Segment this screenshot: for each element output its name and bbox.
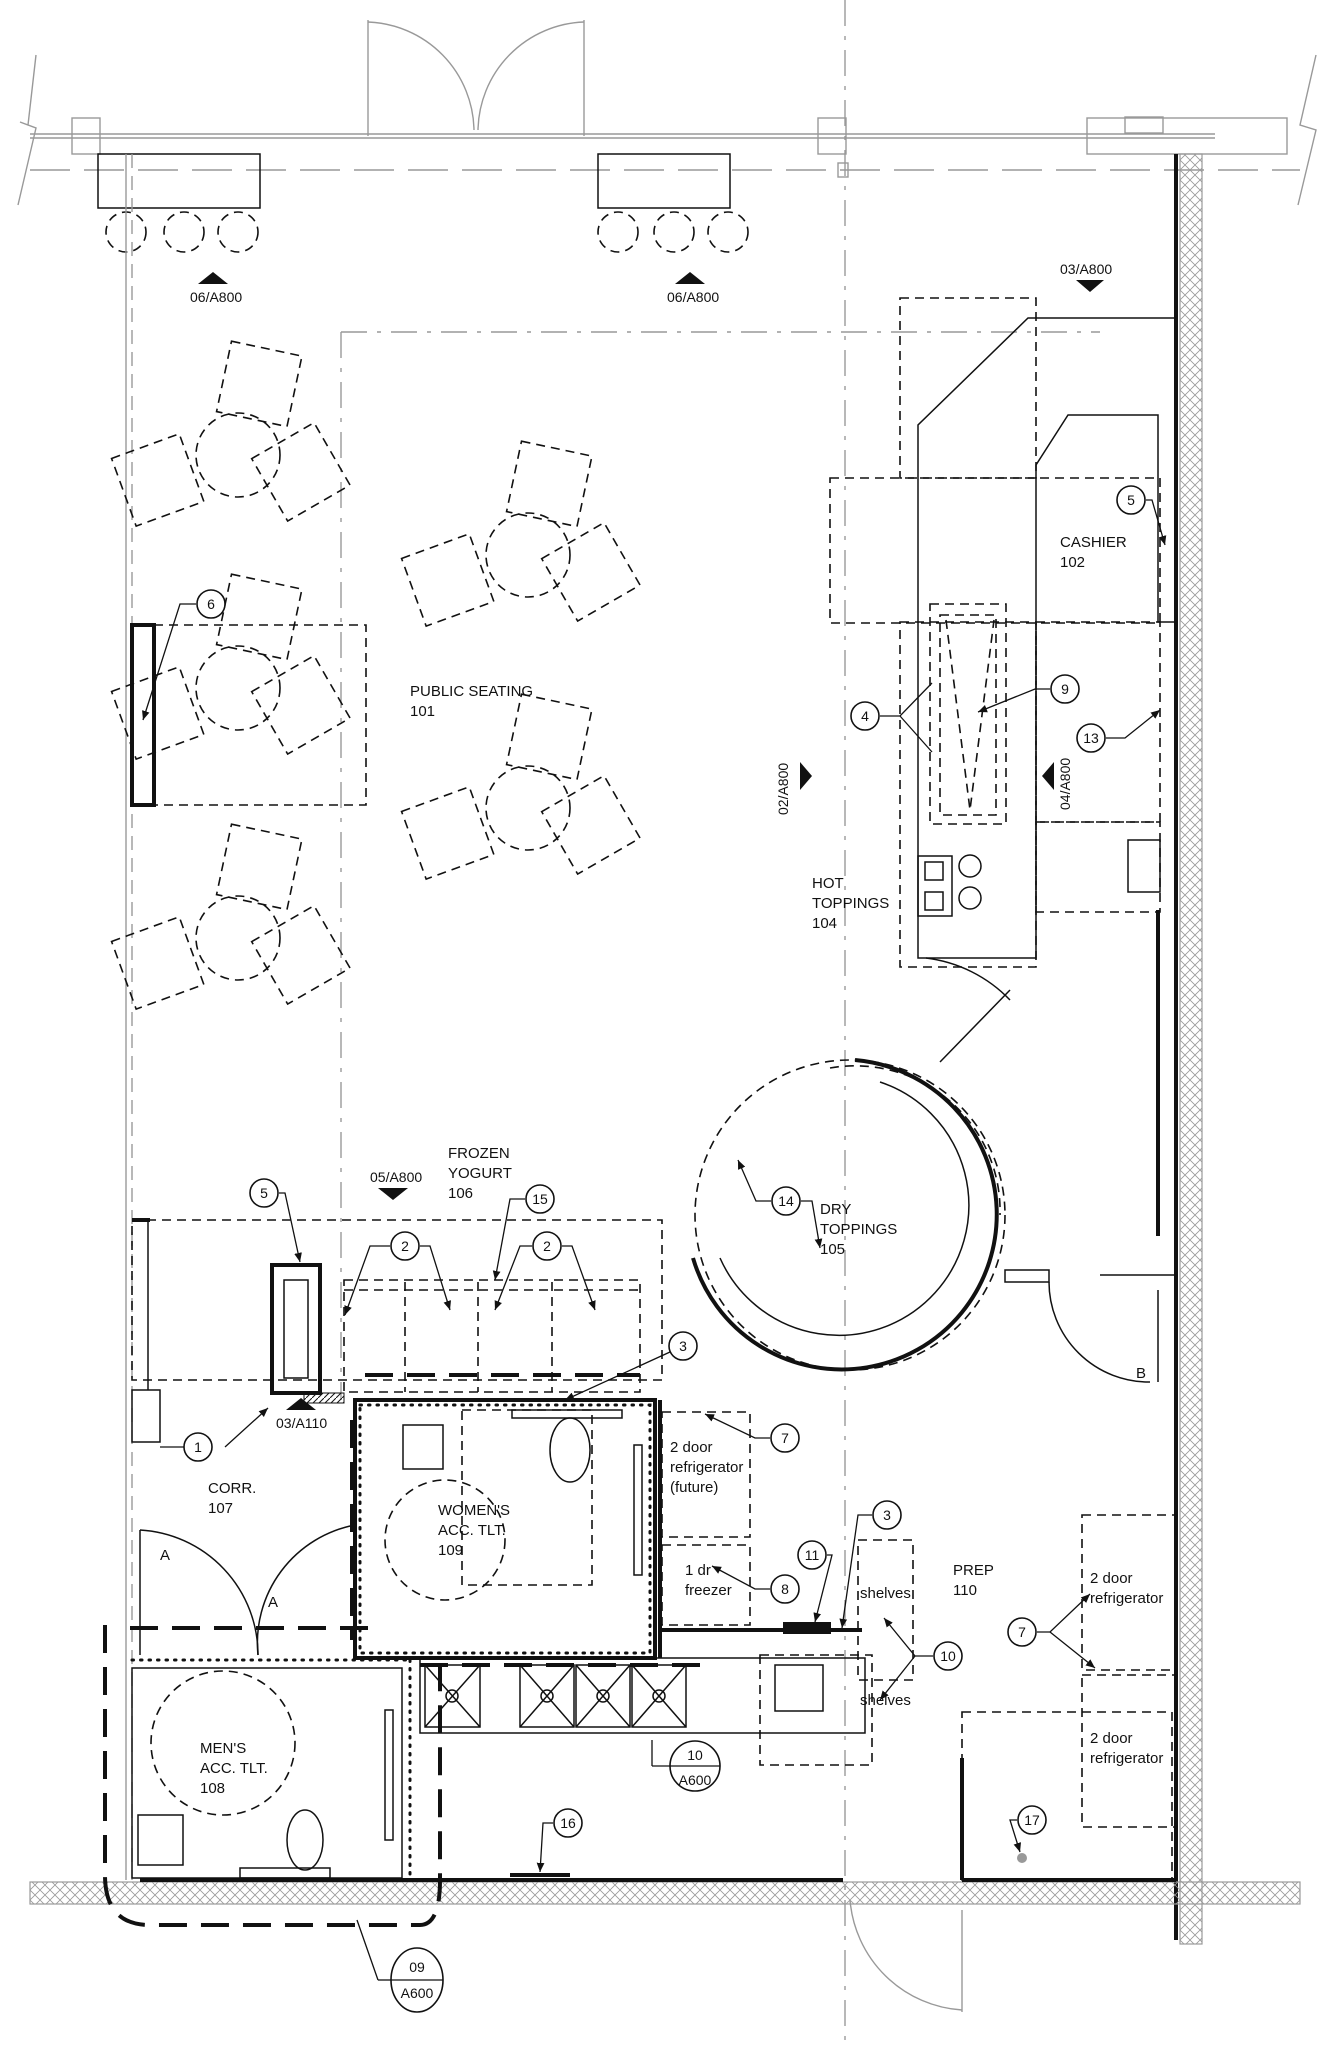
svg-text:MEN'S: MEN'S	[200, 1740, 246, 1757]
room-name: PUBLIC SEATING	[410, 683, 533, 700]
svg-text:CORR.: CORR.	[208, 1480, 256, 1497]
svg-text:04/A800: 04/A800	[1057, 758, 1073, 810]
svg-text:ACC. TLT.: ACC. TLT.	[438, 1522, 506, 1539]
svg-text:HOT: HOT	[812, 875, 844, 892]
svg-text:108: 108	[200, 1780, 225, 1797]
svg-text:3: 3	[883, 1507, 891, 1523]
svg-text:102: 102	[1060, 554, 1085, 571]
svg-text:refrigerator: refrigerator	[670, 1459, 743, 1476]
svg-text:3: 3	[679, 1338, 687, 1354]
svg-text:freezer: freezer	[685, 1582, 732, 1599]
restrooms	[103, 1398, 657, 1927]
exterior-walls	[29, 153, 1301, 2012]
svg-text:5: 5	[1127, 492, 1135, 508]
svg-text:11: 11	[805, 1547, 820, 1563]
svg-text:YOGURT: YOGURT	[448, 1165, 512, 1182]
section-markers: 06/A800 06/A800 03/A800 02/A800 04/A800 …	[190, 261, 1112, 1431]
svg-text:6: 6	[207, 596, 215, 612]
svg-text:(future): (future)	[670, 1479, 718, 1496]
frozen-yogurt-counter	[131, 1218, 663, 1443]
svg-text:10: 10	[687, 1747, 703, 1763]
svg-text:03/A800: 03/A800	[1060, 261, 1112, 277]
svg-text:TOPPINGS: TOPPINGS	[812, 895, 889, 912]
svg-text:9: 9	[1061, 681, 1069, 697]
svg-text:2: 2	[401, 1238, 409, 1254]
svg-text:06/A800: 06/A800	[667, 289, 719, 305]
svg-text:2 door: 2 door	[1090, 1570, 1133, 1587]
dry-toppings-room	[691, 1058, 1159, 1383]
service-counter	[829, 297, 1176, 1063]
svg-text:FROZEN: FROZEN	[448, 1145, 510, 1162]
svg-text:14: 14	[778, 1193, 794, 1209]
svg-text:101: 101	[410, 703, 435, 720]
svg-text:7: 7	[1018, 1624, 1026, 1640]
svg-text:refrigerator: refrigerator	[1090, 1750, 1163, 1767]
svg-text:106: 106	[448, 1185, 473, 1202]
svg-text:109: 109	[438, 1542, 463, 1559]
prep-area	[419, 1274, 1177, 1881]
svg-text:03/A110: 03/A110	[276, 1415, 327, 1431]
svg-text:refrigerator: refrigerator	[1090, 1590, 1163, 1607]
storefront	[17, 20, 1317, 253]
svg-text:shelves: shelves	[860, 1585, 911, 1602]
svg-text:5: 5	[260, 1185, 268, 1201]
svg-text:ACC. TLT.: ACC. TLT.	[200, 1760, 268, 1777]
public-seating-area	[110, 340, 642, 1011]
svg-text:104: 104	[812, 915, 837, 932]
svg-text:105: 105	[820, 1241, 845, 1258]
detail-callouts: 10 A600 09 A600	[356, 1740, 721, 2013]
svg-text:4: 4	[861, 708, 869, 724]
svg-text:1 dr: 1 dr	[685, 1562, 711, 1579]
svg-text:02/A800: 02/A800	[775, 763, 791, 815]
svg-text:B: B	[1136, 1365, 1146, 1382]
svg-text:WOMEN'S: WOMEN'S	[438, 1502, 510, 1519]
svg-text:13: 13	[1083, 730, 1099, 746]
svg-text:10: 10	[940, 1648, 956, 1664]
svg-text:2: 2	[543, 1238, 551, 1254]
svg-text:CASHIER: CASHIER	[1060, 534, 1127, 551]
door-tags: A A B	[160, 1365, 1146, 1611]
svg-text:A: A	[268, 1594, 278, 1611]
keynotes: 1 2 2 3 3 4 5 5 6 7 7 8 9	[142, 485, 1167, 1877]
svg-text:06/A800: 06/A800	[190, 289, 242, 305]
svg-text:2 door: 2 door	[1090, 1730, 1133, 1747]
svg-text:107: 107	[208, 1500, 233, 1517]
svg-text:15: 15	[532, 1191, 548, 1207]
svg-text:A600: A600	[401, 1985, 434, 2001]
svg-text:7: 7	[781, 1430, 789, 1446]
svg-text:PREP: PREP	[953, 1562, 994, 1579]
svg-text:A600: A600	[679, 1772, 712, 1788]
svg-text:1: 1	[194, 1439, 202, 1455]
svg-text:shelves: shelves	[860, 1692, 911, 1709]
equipment-labels: 2 door refrigerator (future) 1 dr freeze…	[670, 1439, 1163, 1767]
svg-text:17: 17	[1024, 1812, 1040, 1828]
svg-text:09: 09	[409, 1959, 425, 1975]
svg-text:2 door: 2 door	[670, 1439, 713, 1456]
svg-text:05/A800: 05/A800	[370, 1169, 422, 1185]
svg-text:A: A	[160, 1547, 170, 1564]
svg-text:16: 16	[560, 1815, 576, 1831]
room-labels: PUBLIC SEATING 101 CASHIER 102 HOT TOPPI…	[200, 534, 1127, 1797]
svg-text:110: 110	[953, 1582, 977, 1599]
svg-text:DRY: DRY	[820, 1201, 851, 1218]
svg-text:8: 8	[781, 1581, 789, 1597]
svg-text:TOPPINGS: TOPPINGS	[820, 1221, 897, 1238]
